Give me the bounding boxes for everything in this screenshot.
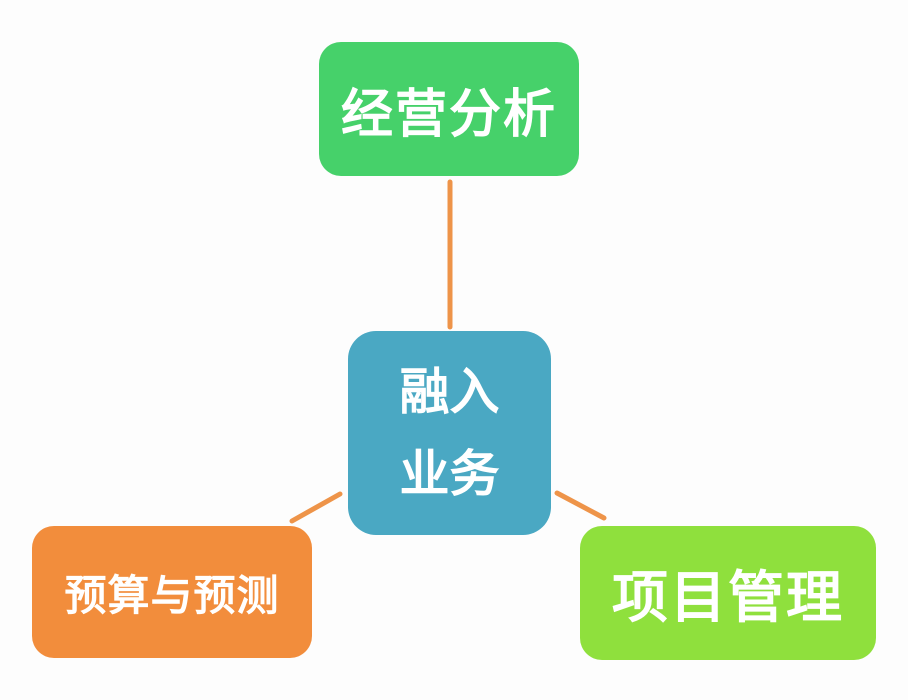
node-budget-forecast-label: 预算与预测 <box>64 570 280 620</box>
node-integrate-business: 融入 业务 <box>348 331 551 535</box>
node-project-management: 项目管理 <box>580 526 876 660</box>
node-business-analysis: 经营分析 <box>319 42 579 176</box>
node-project-management-label: 项目管理 <box>612 565 844 631</box>
node-business-analysis-label: 经营分析 <box>340 84 557 145</box>
node-integrate-business-line-2: 业务 <box>399 445 500 503</box>
node-integrate-business-line-1: 融入 <box>399 363 500 421</box>
node-budget-forecast: 预算与预测 <box>32 526 312 658</box>
connector-left <box>289 491 343 524</box>
connector-right <box>554 490 607 521</box>
